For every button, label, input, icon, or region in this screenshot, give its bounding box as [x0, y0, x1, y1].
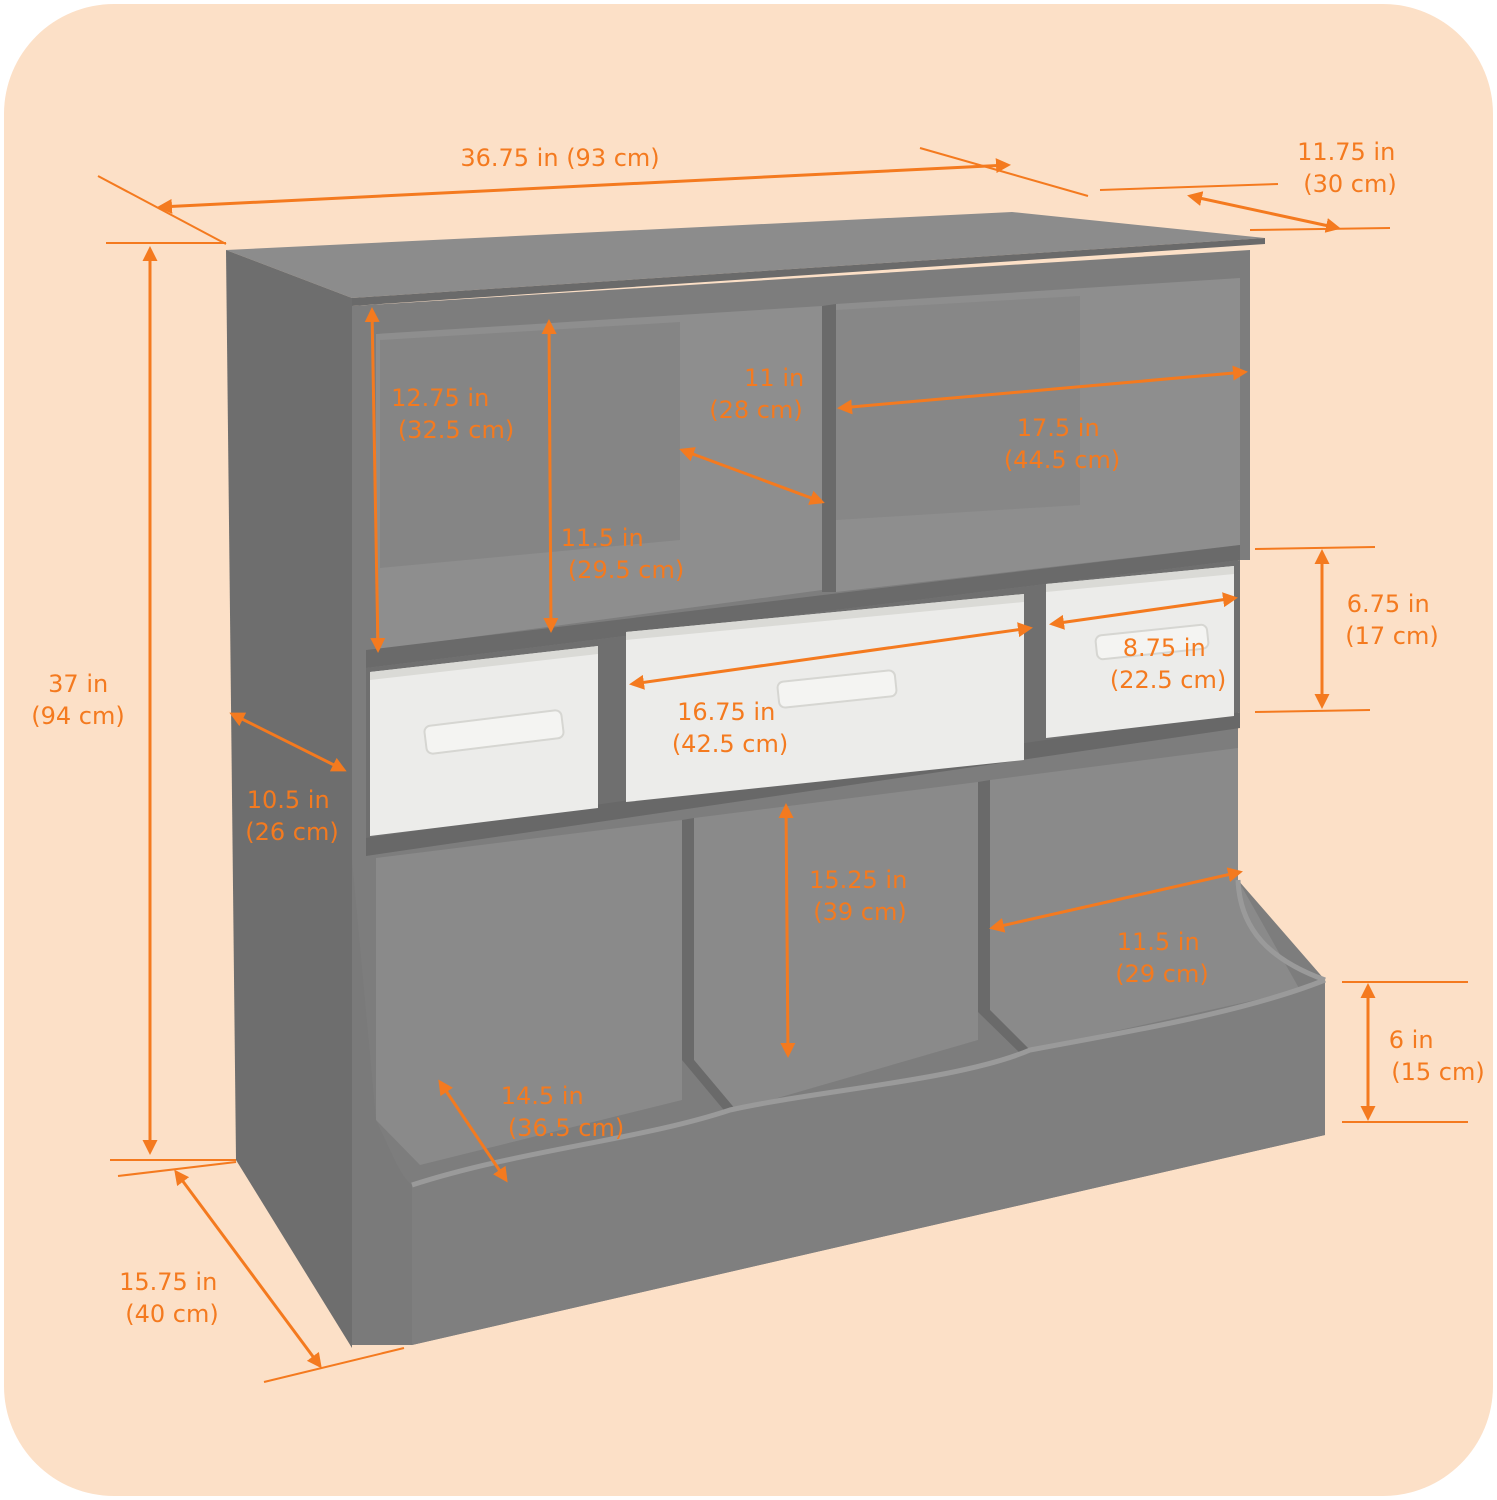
middle-shelf: [366, 545, 1240, 668]
label-lower-bin-front-height: 6 in (15 cm): [1389, 1026, 1485, 1086]
arrow-overall-width: [157, 158, 1011, 214]
lower-bin-rim: [411, 977, 1326, 1188]
label-drawer-row-height: 6.75 in (17 cm): [1345, 590, 1438, 650]
label-upper-cubby-inner-height: 11.5 in (29.5 cm): [561, 524, 684, 584]
lower-divider-left: [682, 818, 736, 1115]
bin-handle-right: [1094, 623, 1210, 661]
upper-cubby-left-back: [380, 322, 680, 568]
arrow-base-depth: [174, 1169, 322, 1369]
lower-bin-mid-interior: [694, 782, 978, 1110]
lower-bin-fronts-curve: [412, 980, 1325, 1345]
arrow-upper-cubby-width: [837, 365, 1248, 415]
arrow-upper-cubby-height: [364, 307, 386, 653]
label-lower-bin-width: 11.5 in (29 cm): [1115, 928, 1208, 988]
arrow-upper-cubby-inner-height: [541, 319, 559, 633]
upper-divider: [822, 304, 836, 592]
dimension-labels: 36.75 in (93 cm) 11.75 in (30 cm) 37 in …: [31, 138, 1484, 1328]
arrow-lower-bin-height: [778, 803, 796, 1058]
arrow-side-depth: [229, 712, 347, 772]
lower-bin-left-front: [352, 860, 412, 1345]
label-small-bin-width: 8.75 in (22.5 cm): [1110, 634, 1226, 694]
fabric-bin-left: [370, 646, 598, 836]
arrow-overall-depth: [1187, 191, 1341, 233]
label-upper-cubby-height: 12.75 in (32.5 cm): [391, 384, 514, 444]
dimension-lines: [97, 147, 1468, 1383]
label-upper-cubby-width: 17.5 in (44.5 cm): [1004, 414, 1120, 474]
arrow-lower-bin-width: [989, 867, 1243, 933]
label-side-depth: 10.5 in (26 cm): [245, 786, 338, 846]
upper-cubby-right-back: [836, 296, 1080, 520]
cabinet-top-edge: [352, 238, 1265, 306]
lower-bin-left-interior: [376, 820, 682, 1165]
label-lower-bin-height: 15.25 in (39 cm): [809, 866, 915, 926]
arrow-large-bin-width: [629, 622, 1033, 690]
label-overall-width: 36.75 in (93 cm): [460, 144, 659, 172]
bin-handle-left: [423, 709, 565, 755]
cabinet-top-surface: [226, 212, 1265, 298]
arrow-lower-bin-depth: [438, 1079, 508, 1183]
label-upper-cubby-depth: 11 in (28 cm): [709, 364, 812, 424]
label-overall-depth: 11.75 in (30 cm): [1297, 138, 1403, 198]
lower-divider-right: [978, 780, 1030, 1055]
label-base-depth: 15.75 in (40 cm): [119, 1268, 225, 1328]
arrow-small-bin-width: [1049, 592, 1238, 630]
storage-cabinet: [226, 212, 1326, 1348]
cabinet-left-side: [226, 250, 352, 1348]
label-lower-bin-depth: 14.5 in (36.5 cm): [501, 1082, 624, 1142]
arrow-upper-cubby-depth: [679, 447, 825, 505]
label-overall-height: 37 in (94 cm): [31, 670, 124, 730]
label-large-bin-width: 16.75 in (42.5 cm): [672, 698, 788, 758]
